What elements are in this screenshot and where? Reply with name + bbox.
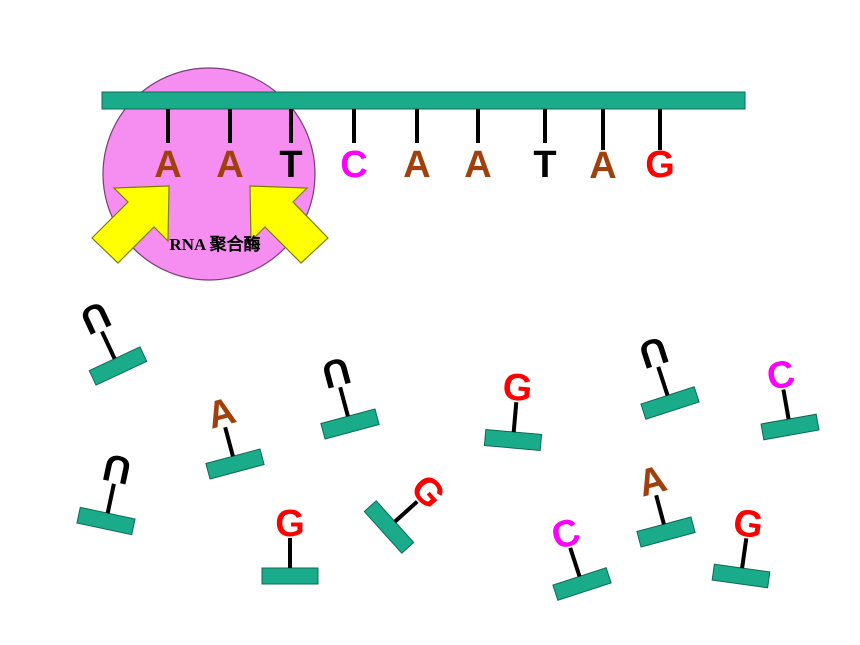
free-nucleotide: A	[203, 390, 265, 480]
nucleotide-stem	[393, 500, 419, 524]
left-yellow-arrow	[91, 185, 170, 264]
nucleotide-stem	[781, 389, 791, 420]
nucleotide-stem	[654, 494, 666, 525]
ribose-phosphate-block	[483, 429, 543, 451]
nucleotide-stem	[223, 426, 235, 457]
free-nucleotide: G	[363, 467, 453, 554]
ribose-phosphate-block	[88, 346, 148, 386]
free-nucleotide: G	[261, 503, 319, 585]
ribose-phosphate-block	[636, 516, 696, 548]
free-nucleotide-letter: C	[764, 353, 798, 399]
ribose-phosphate-block	[552, 567, 612, 601]
free-nucleotide-letter: U	[317, 348, 354, 396]
nucleotide-stem	[100, 330, 117, 360]
ribose-phosphate-block	[205, 448, 265, 480]
dna-template-strand	[101, 91, 746, 110]
template-base-letter: C	[340, 144, 367, 186]
template-base: T	[279, 109, 303, 186]
template-base-letter: G	[645, 144, 675, 186]
nucleotide-stem	[105, 483, 116, 514]
template-base: A	[403, 109, 431, 186]
free-nucleotide: U	[76, 445, 136, 536]
template-base-letter: A	[464, 144, 491, 186]
nucleotide-stem	[511, 401, 519, 433]
template-base: G	[645, 109, 675, 186]
free-nucleotide-letter: A	[203, 390, 240, 438]
template-base: A	[589, 109, 617, 187]
template-base: C	[340, 109, 368, 186]
nucleotide-stem	[740, 538, 749, 569]
ribose-phosphate-block	[711, 563, 771, 589]
free-nucleotide-letter: U	[99, 445, 135, 492]
ribose-phosphate-block	[760, 413, 820, 441]
free-nucleotide-letter: G	[731, 502, 766, 548]
rna-polymerase-label: RNA 聚合酶	[169, 234, 260, 254]
free-nucleotide: C	[546, 510, 612, 601]
free-nucleotide: G	[711, 502, 771, 589]
free-nucleotide-letter: U	[74, 292, 117, 342]
free-nucleotide: A	[634, 458, 696, 548]
template-base-letter: A	[403, 144, 430, 186]
free-nucleotide: U	[317, 348, 380, 440]
free-nucleotide-letter: U	[634, 327, 673, 375]
ribose-phosphate-block	[320, 408, 380, 440]
right-yellow-arrow	[249, 185, 329, 264]
free-nucleotide: C	[760, 353, 820, 441]
free-nucleotide: U	[634, 327, 700, 420]
ribose-phosphate-block	[363, 500, 415, 554]
template-base-letter: A	[154, 144, 181, 186]
ribose-phosphate-block	[640, 386, 700, 420]
template-base: T	[533, 109, 557, 186]
free-nucleotides: U A U G U C U G G C A G	[74, 292, 820, 601]
template-base-letter: A	[589, 145, 616, 187]
nucleotide-stem	[568, 547, 582, 578]
template-base: A	[464, 109, 492, 186]
template-base-letter: T	[279, 144, 302, 186]
template-base: A	[154, 109, 182, 186]
template-base: A	[216, 109, 244, 186]
free-nucleotide-letter: G	[275, 503, 305, 545]
free-nucleotide: G	[483, 366, 543, 451]
free-nucleotide-letter: C	[546, 510, 585, 558]
nucleotide-stem	[338, 386, 350, 417]
template-base-letter: A	[216, 144, 243, 186]
template-base-letter: T	[533, 144, 556, 186]
free-nucleotide-letter: A	[634, 458, 671, 506]
nucleotide-stem	[656, 366, 670, 397]
free-nucleotide: U	[74, 292, 148, 386]
free-nucleotide-letter: G	[501, 366, 534, 410]
ribose-phosphate-block	[261, 567, 319, 585]
